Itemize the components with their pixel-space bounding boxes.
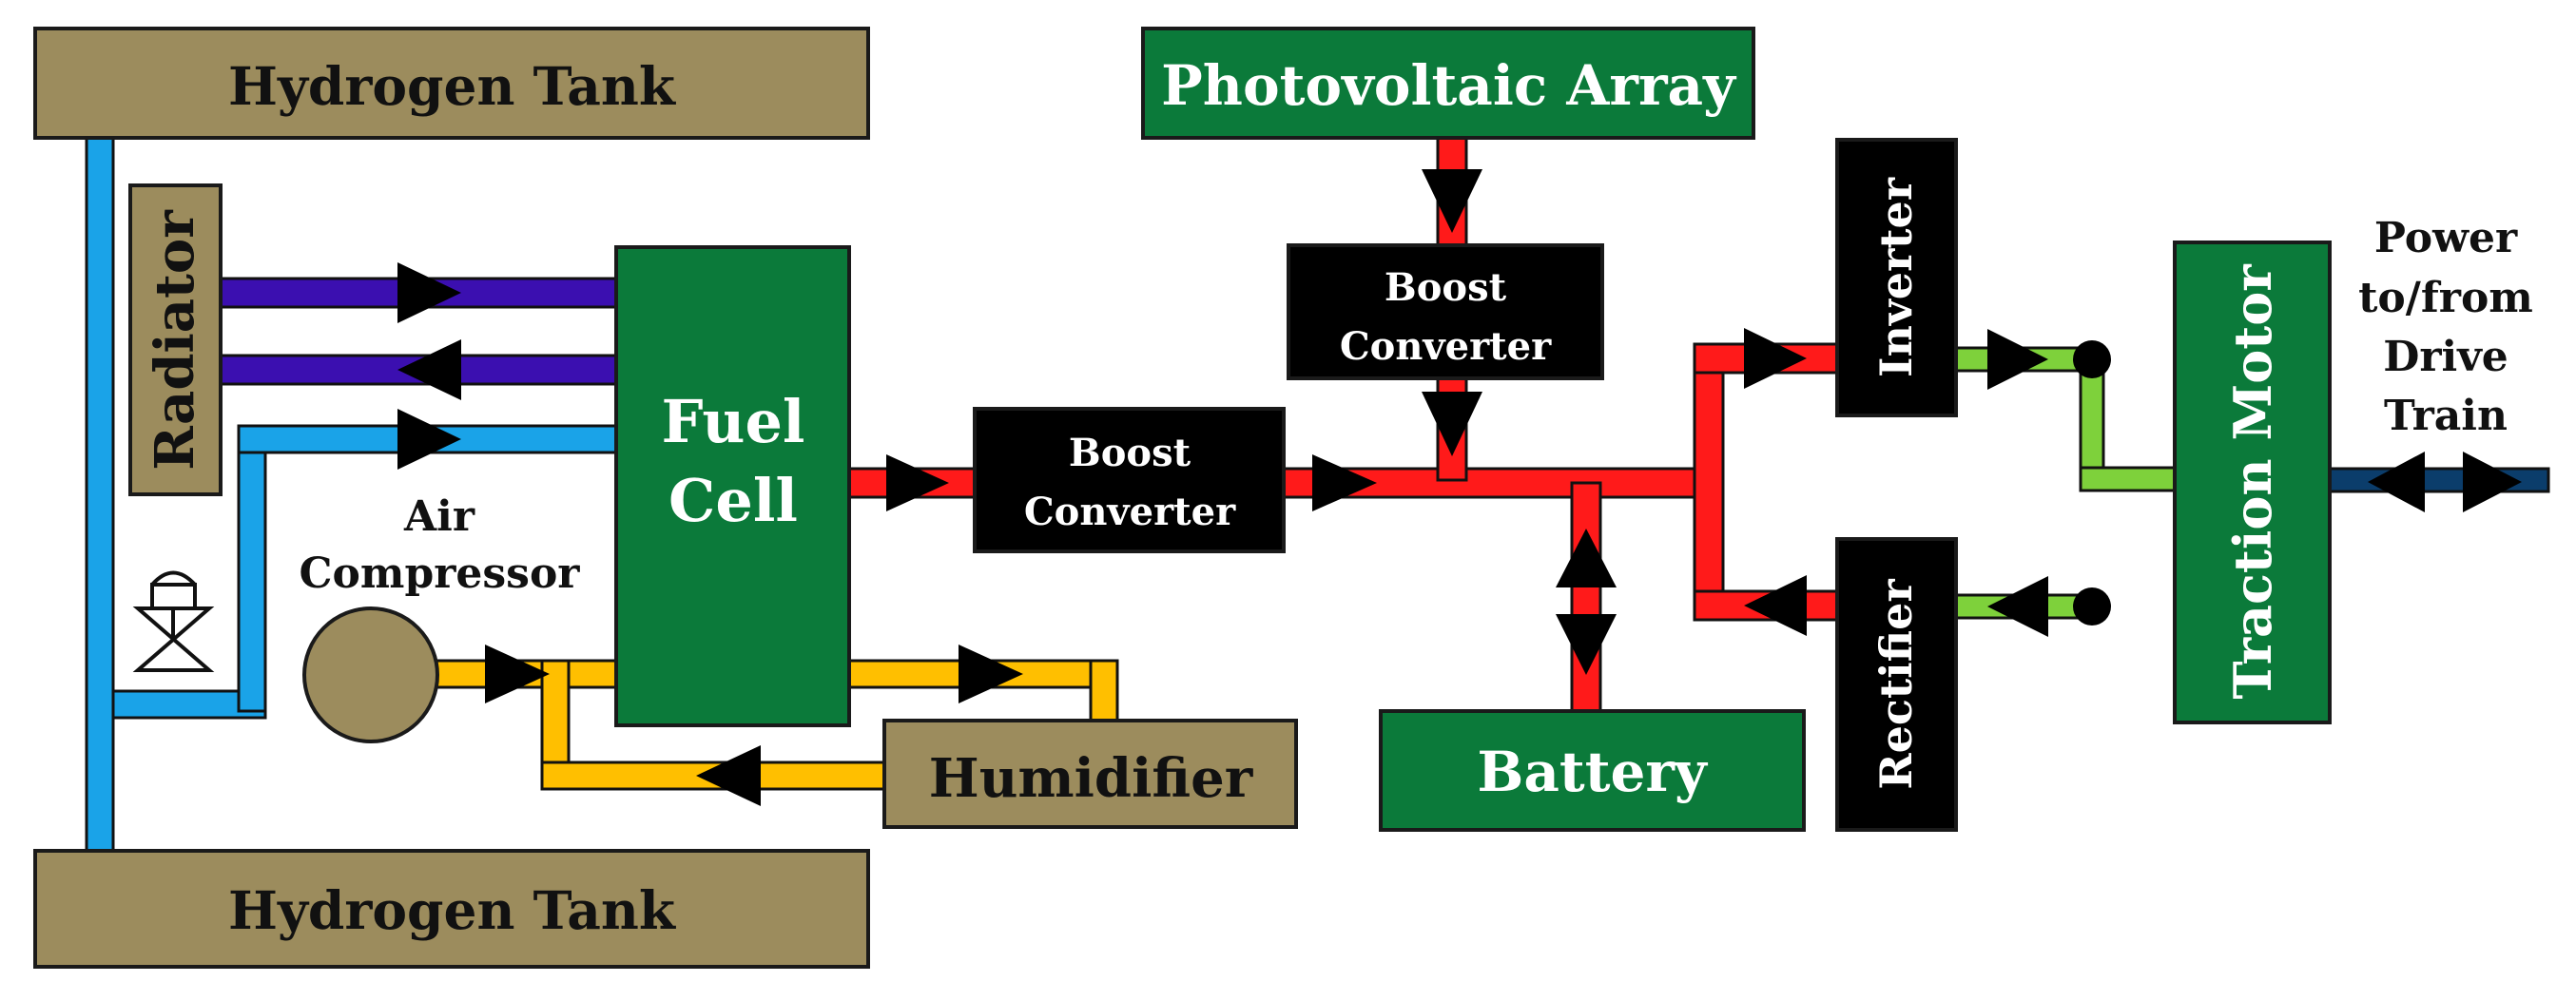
terminal-dot-icon [2073,340,2111,378]
boost-converter-mid-label-line2: Converter [1024,490,1236,534]
battery: Battery [1379,709,1806,832]
boost-converter-top-label-line1: Boost [1385,265,1507,310]
triangle-arrow-icon [1744,575,1807,636]
air-compressor-label-line2: Compressor [300,549,581,598]
valve-icon [132,570,215,672]
rectifier-label: Rectifier [1870,579,1922,790]
humidifier-label: Humidifier [929,747,1254,810]
triangle-arrow-icon [485,645,550,703]
triangle-arrow-icon [1987,329,2048,390]
triangle-arrow-icon [397,339,461,400]
drive-train-label-line1: Power [2374,214,2518,262]
hydrogen-tank-bottom-label: Hydrogen Tank [228,879,677,941]
traction-motor-label: Traction Motor [2222,264,2283,700]
humidifier: Humidifier [882,719,1298,829]
air-compressor-label-line1: Air [403,492,475,541]
traction-motor: Traction Motor [2173,241,2332,724]
triangle-arrow-icon [397,262,461,323]
radiator-label: Radiator [144,209,206,471]
air-compressor-icon [302,606,439,743]
hydrogen-lines [85,136,621,855]
triangle-arrow-icon [1312,454,1377,511]
triangle-arrow-icon [2368,452,2425,512]
boost-converter-mid-label-line1: Boost [1069,431,1191,475]
triangle-arrow-icon [1744,328,1807,389]
fuel-cell-label-line2: Cell [668,466,798,535]
inverter: Inverter [1835,138,1958,417]
triangle-arrow-icon [696,745,761,806]
photovoltaic-array: Photovoltaic Array [1141,27,1755,140]
triangle-arrow-icon [1556,614,1617,675]
flow-arrows [397,169,2522,806]
terminal-dots [2073,340,2111,626]
triangle-arrow-icon [886,454,949,511]
drive-train-label-line4: Train [2384,392,2508,440]
triangle-arrow-icon [1987,576,2048,637]
hydrogen-tank-top-label: Hydrogen Tank [228,55,677,117]
rectifier: Rectifier [1835,537,1958,832]
fuel-cell-label-line1: Fuel [661,387,804,456]
triangle-arrow-icon [959,645,1023,703]
boost-converter-middle: Boost Converter [973,407,1286,553]
terminal-dot-icon [2073,587,2111,626]
drive-train-label-line3: Drive [2383,333,2508,381]
triangle-arrow-icon [397,409,461,470]
boost-converter-top: Boost Converter [1287,243,1604,380]
triangle-arrow-icon [1422,169,1482,233]
triangle-arrow-icon [1422,392,1482,456]
battery-label: Battery [1477,740,1709,804]
inverter-label: Inverter [1870,177,1922,377]
boost-converter-top-label-line2: Converter [1340,324,1552,369]
hydrogen-tank-top: Hydrogen Tank [33,27,870,140]
triangle-arrow-icon [2463,452,2522,512]
photovoltaic-array-label: Photovoltaic Array [1161,53,1737,118]
hydrogen-tank-bottom: Hydrogen Tank [33,849,870,969]
radiator: Radiator [128,183,223,496]
fuel-cell: Fuel Cell [614,245,851,727]
air-compressor: Air Compressor [300,492,581,743]
triangle-arrow-icon [1556,529,1617,587]
drive-train-label-line2: to/from [2358,274,2533,322]
drive-train-label: Power to/from Drive Train [2358,214,2533,440]
